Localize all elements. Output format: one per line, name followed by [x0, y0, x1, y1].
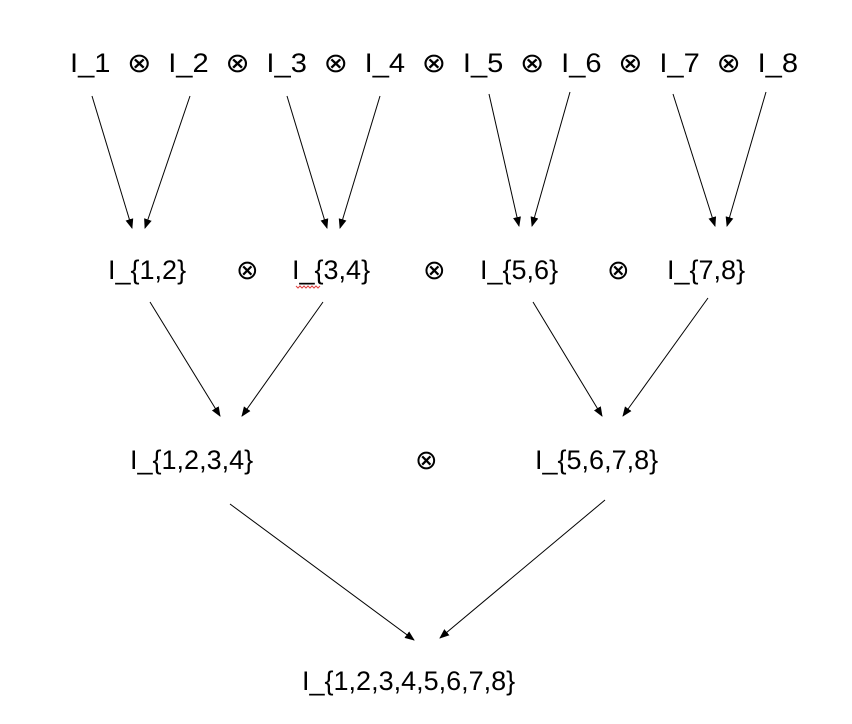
tensor-operator: ⊗ [423, 255, 446, 285]
arrow-i4-to-i34 [338, 95, 381, 229]
arrow-i1-to-i12 [91, 95, 134, 229]
term-i7: I_7 [659, 48, 699, 78]
arrow-i12-to-i1234 [149, 301, 221, 417]
arrow-i56-to-i5678 [532, 301, 603, 417]
arrow-i5678-to-result [439, 499, 606, 639]
tensor-operator: ⊗ [225, 48, 249, 78]
tensor-operator: ⊗ [324, 48, 348, 78]
term-i2: I_2 [168, 48, 208, 78]
term-i6: I_6 [561, 48, 601, 78]
top-row-expression: I_1 ⊗ I_2 ⊗ I_3 ⊗ I_4 ⊗ I_5 ⊗ I_6 ⊗ I_7 … [70, 48, 798, 78]
term-i34: I_{3,4} [292, 255, 370, 285]
arrow-i34-to-i1234 [241, 301, 324, 417]
arrow-i7-to-i78 [672, 93, 717, 227]
term-i4: I_4 [365, 48, 405, 78]
term-i78: I_{7,8} [667, 255, 745, 285]
term-i3: I_3 [266, 48, 306, 78]
result-term: I_{1,2,3,4,5,6,7,8} [302, 666, 515, 696]
tensor-operator: ⊗ [415, 445, 438, 475]
tensor-operator: ⊗ [618, 48, 642, 78]
arrow-i5-to-i56 [488, 93, 521, 227]
arrow-i1234-to-result [229, 503, 415, 641]
spellcheck-underline [295, 285, 321, 289]
tensor-operator: ⊗ [236, 255, 259, 285]
term-i1234: I_{1,2,3,4} [130, 445, 253, 475]
arrow-i6-to-i56 [530, 91, 571, 227]
tensor-operator: ⊗ [520, 48, 544, 78]
term-i56: I_{5,6} [480, 255, 558, 285]
term-i1: I_1 [70, 48, 110, 78]
arrow-i2-to-i12 [144, 95, 191, 229]
tensor-operator: ⊗ [607, 255, 630, 285]
term-i5: I_5 [463, 48, 503, 78]
tensor-operator: ⊗ [716, 48, 740, 78]
arrow-i78-to-i5678 [622, 297, 709, 417]
term-i8: I_8 [758, 48, 798, 78]
arrow-i3-to-i34 [286, 95, 329, 229]
tensor-operator: ⊗ [127, 48, 151, 78]
arrow-i8-to-i78 [725, 91, 767, 227]
term-i12: I_{1,2} [108, 255, 186, 285]
tensor-operator: ⊗ [422, 48, 446, 78]
term-i5678: I_{5,6,7,8} [535, 445, 658, 475]
